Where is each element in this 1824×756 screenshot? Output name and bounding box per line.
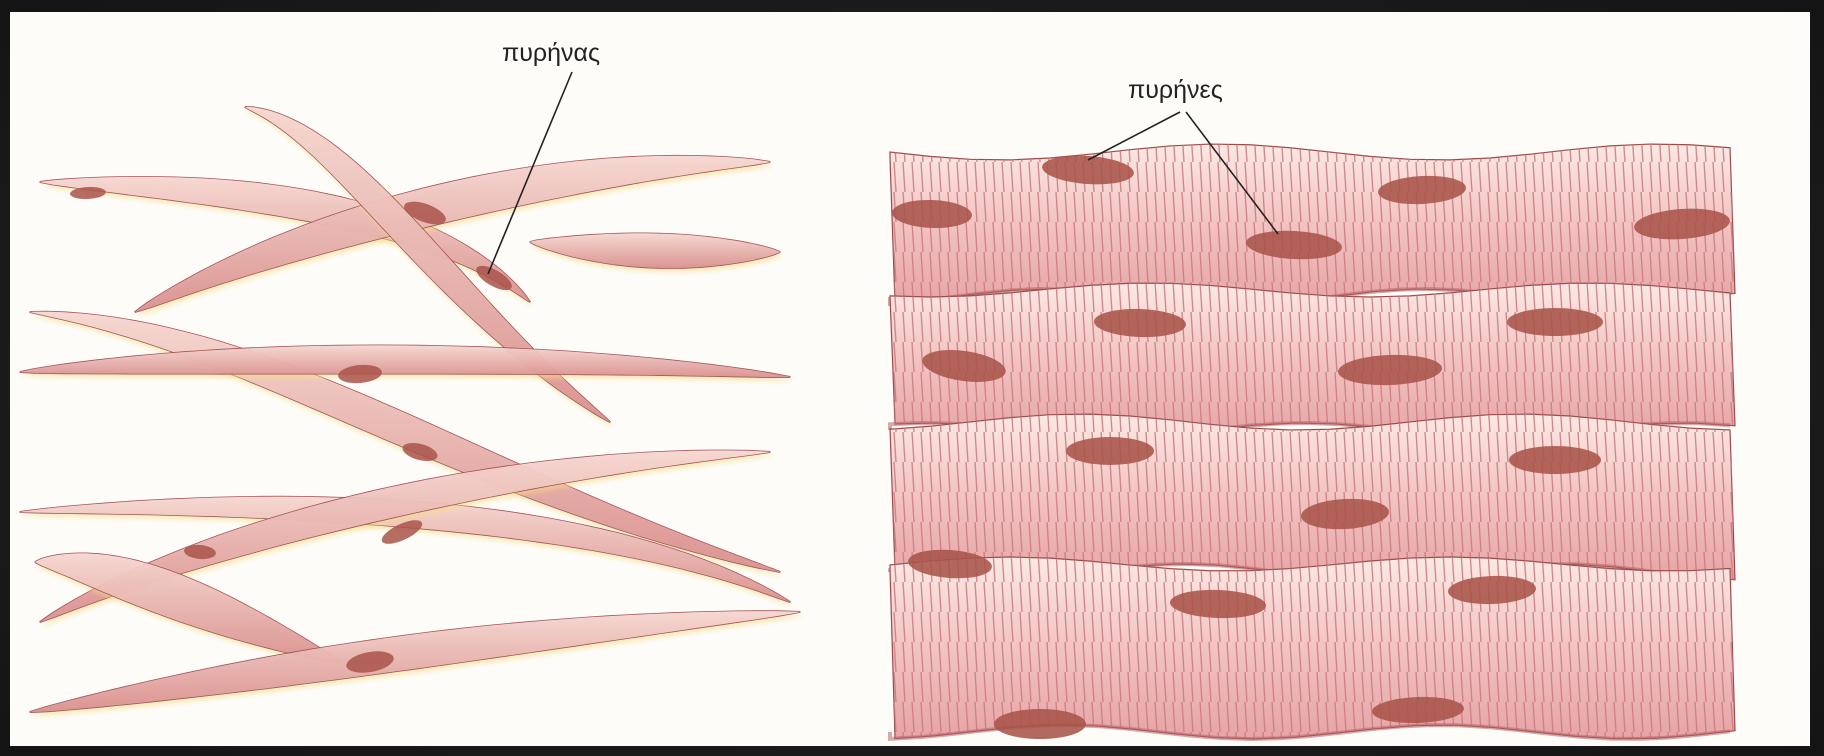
cardiac-striations xyxy=(890,283,1735,437)
cardiac-nucleus xyxy=(994,709,1086,739)
muscle-diagram: πυρήνας πυρήνες xyxy=(10,12,1810,746)
cardiac-striations xyxy=(890,414,1735,580)
cardiac-nucleus xyxy=(1509,446,1601,474)
cardiac-striations xyxy=(890,144,1735,305)
cardiac-nuclei-label-text: πυρήνες xyxy=(1128,76,1223,104)
cardiac-nucleus xyxy=(1507,308,1603,336)
smooth-muscle-fiber xyxy=(20,345,790,378)
cardiac-nucleus xyxy=(1066,437,1154,465)
smooth-muscle-fiber xyxy=(30,611,800,713)
cardiac-muscle-drawing xyxy=(890,144,1735,739)
illustration-panel: πυρήνας πυρήνες xyxy=(10,12,1810,746)
smooth-muscle-drawing xyxy=(20,106,802,716)
smooth-nucleus-label-text: πυρήνας xyxy=(502,39,600,67)
